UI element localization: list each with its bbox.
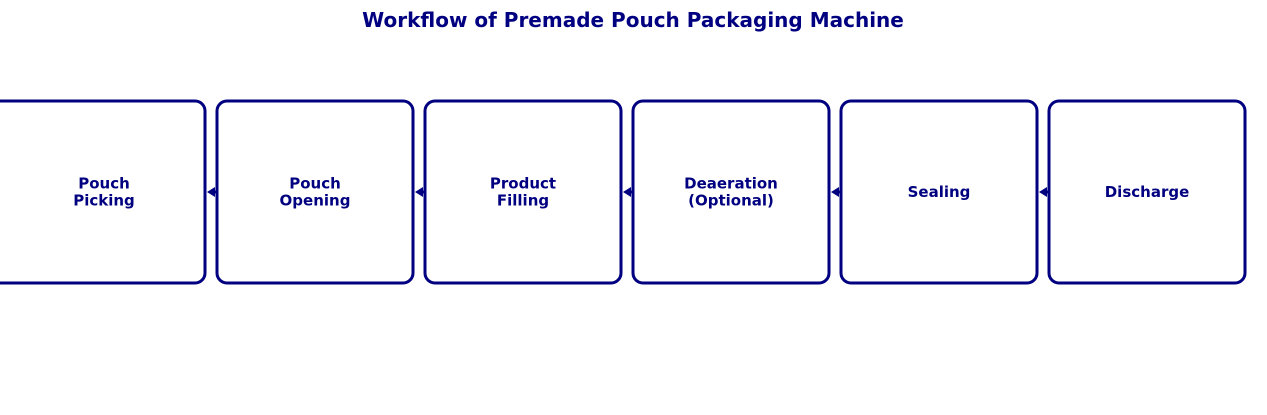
step-label-line: Opening (280, 192, 351, 210)
arrow-head (207, 187, 215, 197)
arrow-head (831, 187, 839, 197)
step-label-line: Filling (497, 192, 549, 210)
arrow-head (415, 187, 423, 197)
step-box-outline (215, 99, 415, 285)
step-label-6: Discharge (1105, 183, 1190, 201)
step-box-6: Discharge (1047, 99, 1247, 285)
step-label-line: Pouch (289, 175, 341, 193)
step-label-line: Picking (73, 192, 135, 210)
step-label-line: Product (490, 175, 556, 193)
step-label-line: Discharge (1105, 183, 1190, 201)
step-label-line: (Optional) (688, 192, 774, 210)
step-label-5: Sealing (908, 183, 971, 201)
step-box-4: Deaeration(Optional) (631, 99, 831, 285)
arrow-head (623, 187, 631, 197)
step-label-line: Sealing (908, 183, 971, 201)
step-box-outline (423, 99, 623, 285)
step-label-line: Pouch (78, 175, 130, 193)
step-box-outline (631, 99, 831, 285)
step-label-line: Deaeration (684, 175, 778, 193)
step-box-outline (1047, 99, 1247, 285)
step-label-4: Deaeration(Optional) (684, 175, 778, 210)
diagram-title: Workflow of Premade Pouch Packaging Mach… (362, 8, 904, 32)
arrow-head (1039, 187, 1047, 197)
step-box-outline (839, 99, 1039, 285)
step-box-5: Sealing (839, 99, 1039, 285)
step-box-outline (0, 99, 207, 285)
